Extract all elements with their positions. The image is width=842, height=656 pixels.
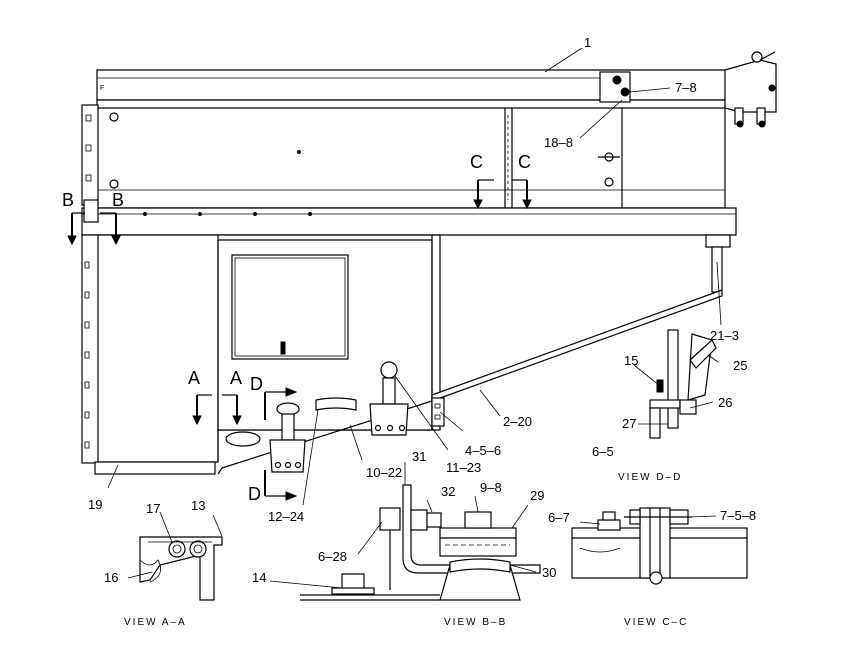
- callout-21-3: 21–3: [710, 328, 739, 343]
- callout-9-8: 9–8: [480, 480, 502, 495]
- callout-17: 17: [146, 501, 160, 516]
- callout-26: 26: [718, 395, 732, 410]
- callout-30: 30: [542, 565, 556, 580]
- callout-1: 1: [584, 35, 591, 50]
- view-dd-detail: [638, 329, 717, 439]
- section-a-right: A: [230, 368, 242, 388]
- latch-12-24: [269, 397, 357, 473]
- callout-2-20: 2–20: [503, 414, 532, 429]
- callout-7-5-8: 7–5–8: [720, 508, 756, 523]
- callout-13: 13: [191, 498, 205, 513]
- callout-11-23: 11–23: [446, 460, 481, 475]
- callout-29: 29: [530, 488, 544, 503]
- callout-27: 27: [622, 416, 636, 431]
- main-frame-assembly: F: [81, 51, 777, 475]
- section-b-left: B: [62, 190, 74, 210]
- callout-19: 19: [88, 497, 102, 512]
- view-cc-label: VIEW C–C: [624, 617, 688, 628]
- callout-15: 15: [624, 353, 638, 368]
- callout-10-22: 10–22: [366, 465, 402, 480]
- view-bb-label: VIEW B–B: [444, 617, 507, 628]
- section-d-bottom: D: [248, 484, 261, 504]
- view-bb-detail: [300, 484, 541, 601]
- callout-32: 32: [441, 484, 455, 499]
- view-dd-label: VIEW D–D: [618, 472, 682, 483]
- callout-31: 31: [412, 449, 426, 464]
- callout-6-28: 6–28: [318, 549, 347, 564]
- section-markers: C C B B A A D D: [62, 152, 532, 504]
- view-cc-detail: [571, 507, 748, 585]
- callout-7-8: 7–8: [675, 80, 697, 95]
- callout-6-7: 6–7: [548, 510, 570, 525]
- view-labels: VIEW D–D VIEW A–A VIEW B–B VIEW C–C: [124, 472, 688, 628]
- view-aa-label: VIEW A–A: [124, 617, 187, 628]
- svg-text:F: F: [100, 85, 104, 92]
- section-d-top: D: [250, 374, 263, 394]
- callout-14: 14: [252, 570, 266, 585]
- section-c-right: C: [518, 152, 531, 172]
- callout-12-24: 12–24: [268, 509, 304, 524]
- section-c-left: C: [470, 152, 483, 172]
- leader-lines: [107, 47, 722, 589]
- callout-16: 16: [104, 570, 118, 585]
- callout-6-5: 6–5: [592, 444, 614, 459]
- callouts: 1 7–8 18–8 21–3 25 15 26 27 6–5 2–20 4–5…: [88, 35, 756, 585]
- callout-4-5-6: 4–5–6: [465, 443, 501, 458]
- section-b-right: B: [112, 190, 124, 210]
- section-a-left: A: [188, 368, 200, 388]
- callout-18-8: 18–8: [544, 135, 573, 150]
- view-aa-detail: [139, 536, 223, 601]
- callout-25: 25: [733, 358, 747, 373]
- latch-11-23: [369, 361, 409, 436]
